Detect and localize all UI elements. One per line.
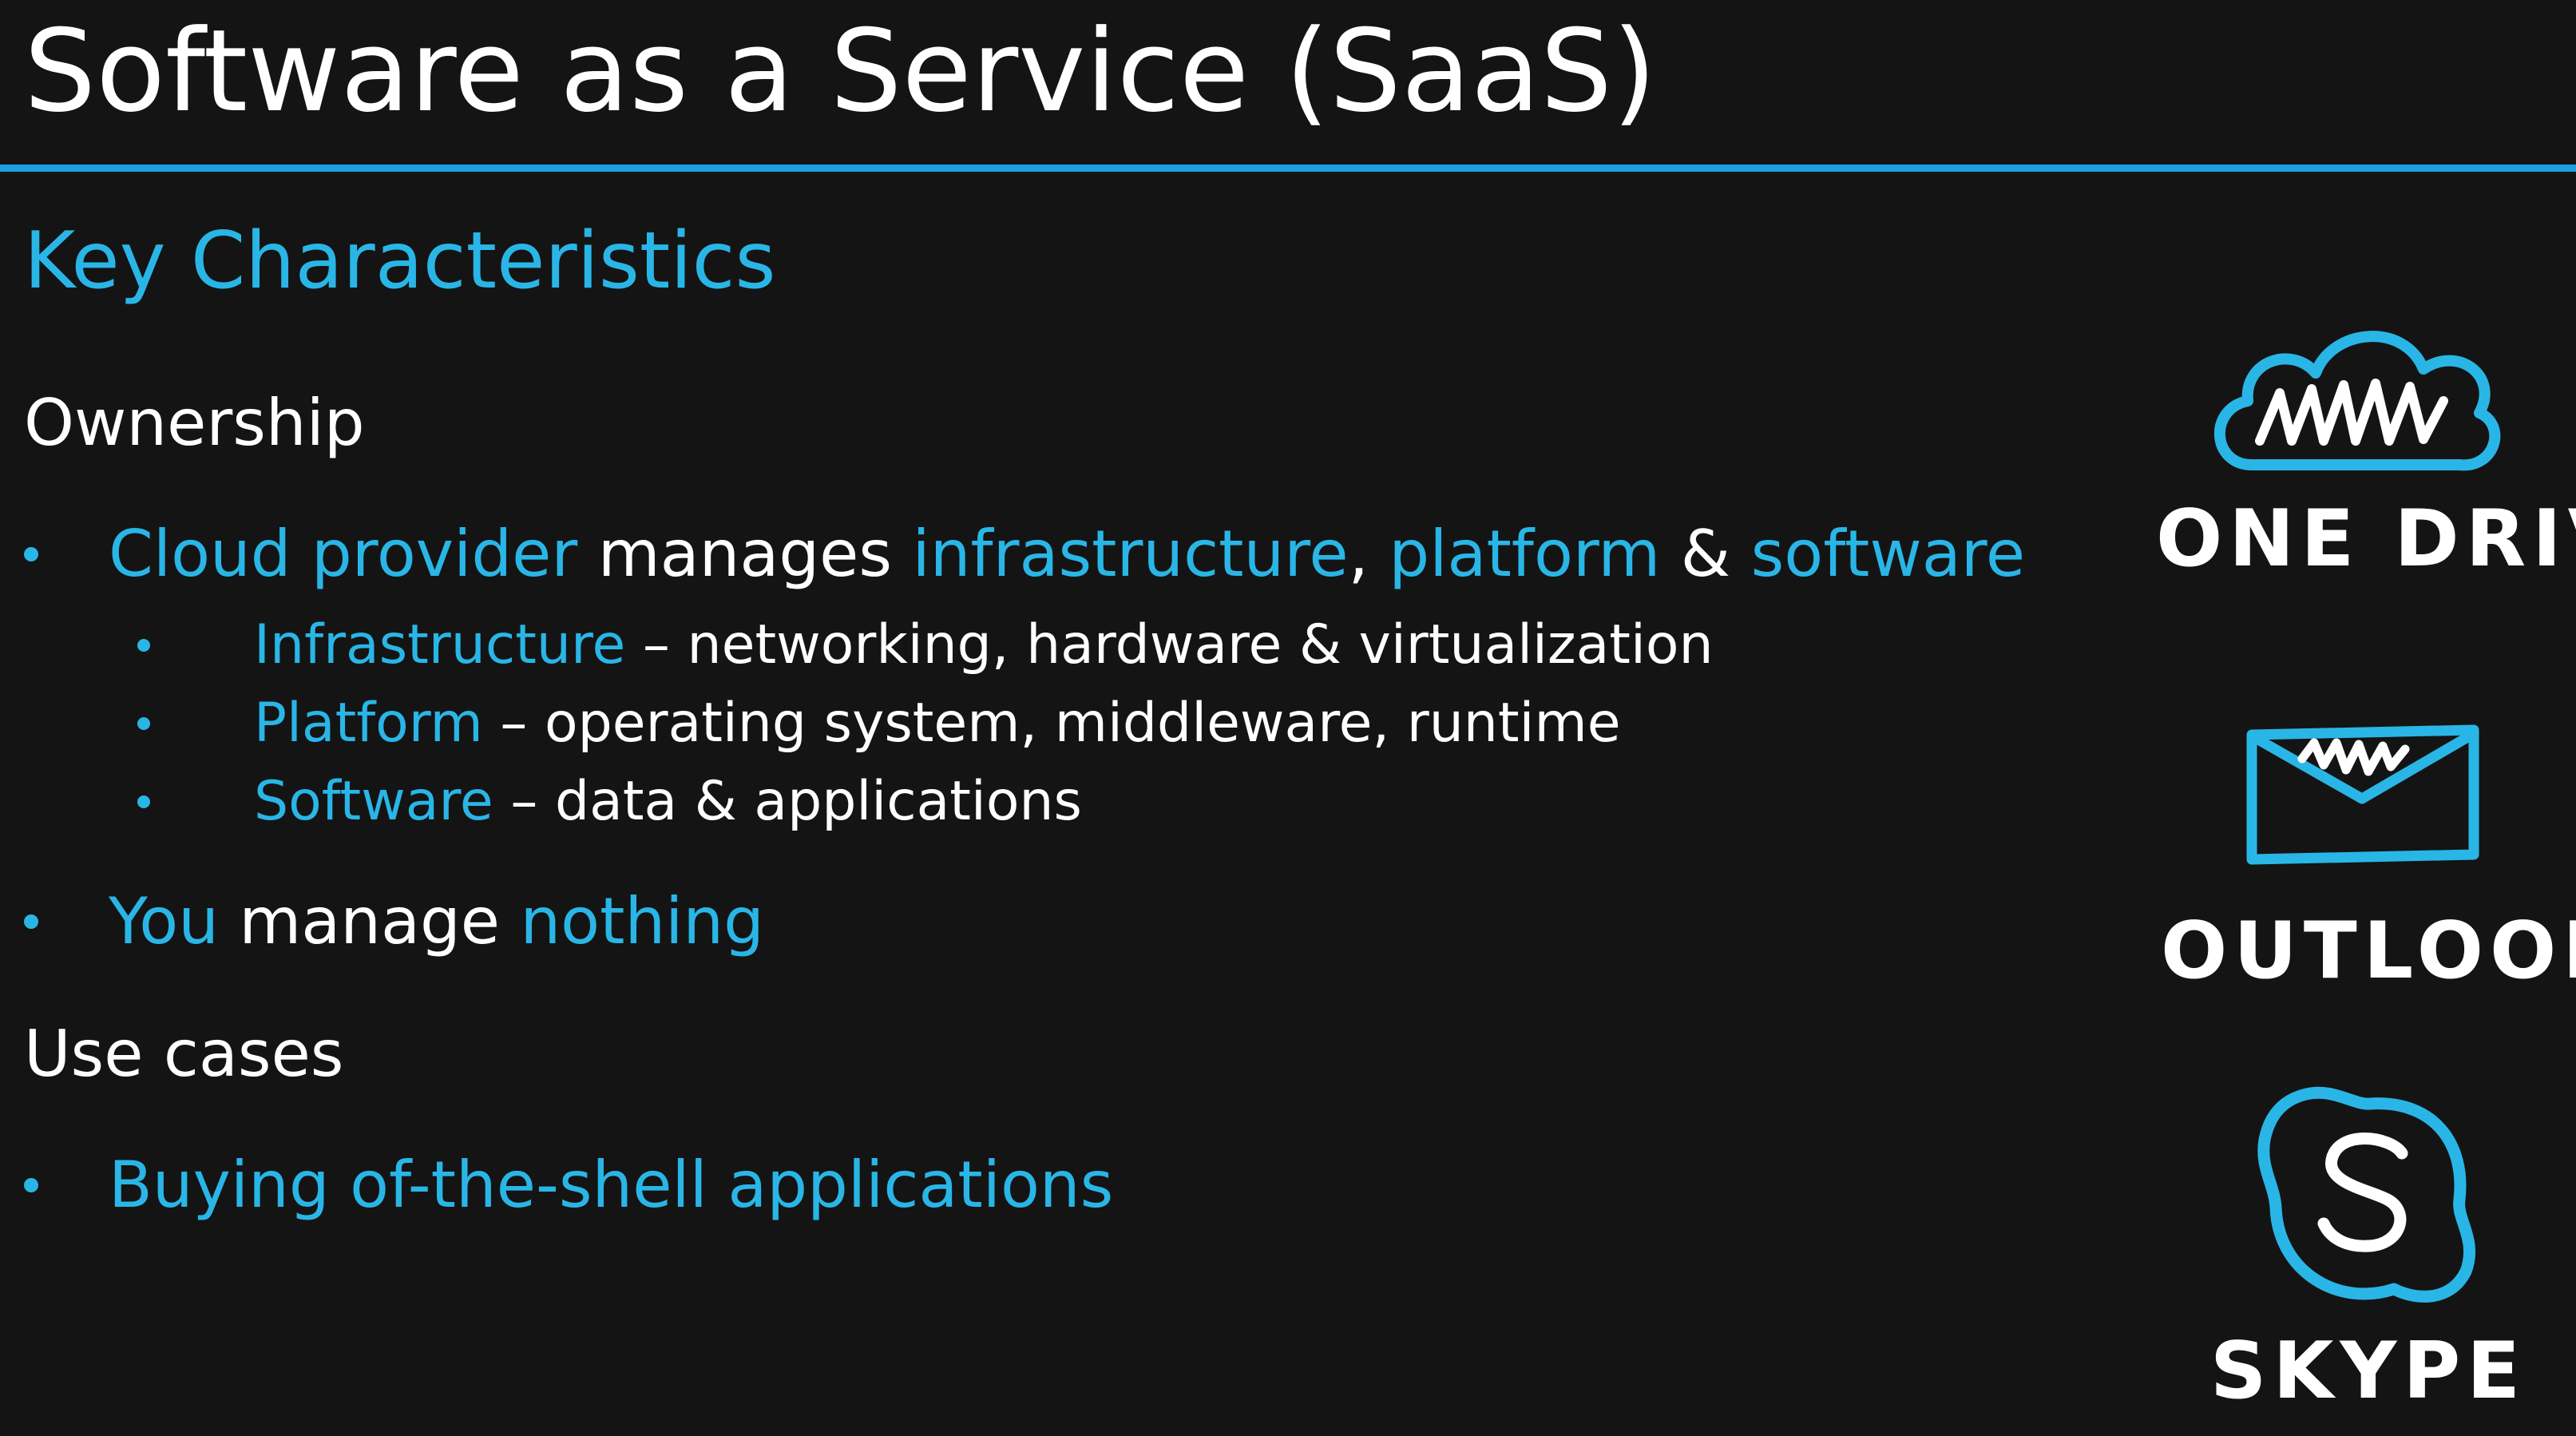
- text-you: You: [109, 884, 219, 958]
- ownership-heading: Ownership: [24, 386, 365, 460]
- use-case-bullet: Buying of-the-shell applications: [24, 1144, 1113, 1227]
- onedrive-logo: [2204, 313, 2507, 489]
- bullet-dot: [137, 795, 150, 808]
- envelope-icon: [2246, 724, 2479, 865]
- use-cases-heading: Use cases: [24, 1017, 344, 1091]
- desc-software: – data & applications: [493, 770, 1082, 833]
- outlook-logo: [2242, 719, 2482, 871]
- text-platform: platform: [1389, 517, 1661, 591]
- text-nothing: nothing: [520, 884, 764, 958]
- bullet-dot: [24, 914, 38, 929]
- skype-icon: [2257, 1086, 2475, 1303]
- skype-label: SKYPE: [2209, 1326, 2527, 1417]
- bullet-dot: [24, 1178, 38, 1192]
- text-ampersand: &: [1660, 517, 1751, 591]
- bullet-dot: [24, 547, 38, 561]
- title-divider: [0, 165, 2576, 172]
- bullet-dot: [137, 717, 150, 730]
- onedrive-label: ONE DRIVE: [2156, 494, 2576, 585]
- text-cloud-provider: Cloud provider: [109, 517, 578, 591]
- term-platform: Platform: [254, 692, 483, 755]
- cloud-icon: [2214, 331, 2501, 471]
- slide-subtitle: Key Characteristics: [24, 216, 776, 307]
- term-software: Software: [254, 770, 493, 833]
- text-manages: manages: [577, 517, 913, 591]
- ownership-bullet-provider: Cloud provider manages infrastructure, p…: [24, 513, 2025, 596]
- skype-logo: [2250, 1080, 2482, 1311]
- outlook-label: OUTLOOK: [2161, 906, 2576, 997]
- sub-bullet-software: Software – data & applications: [137, 765, 1082, 839]
- text-infrastructure: infrastructure: [912, 517, 1349, 591]
- sub-bullet-platform: Platform – operating system, middleware,…: [137, 687, 1621, 760]
- term-infrastructure: Infrastructure: [254, 613, 626, 676]
- text-use-case: Buying of-the-shell applications: [109, 1148, 1114, 1222]
- text-manage: manage: [218, 884, 521, 958]
- desc-platform: – operating system, middleware, runtime: [482, 692, 1621, 755]
- ownership-bullet-you: You manage nothing: [24, 880, 764, 963]
- slide-title: Software as a Service (SaaS): [24, 6, 1657, 137]
- bullet-dot: [137, 639, 150, 652]
- sub-bullet-infrastructure: Infrastructure – networking, hardware & …: [137, 609, 1714, 682]
- desc-infrastructure: – networking, hardware & virtualization: [625, 613, 1714, 676]
- text-software: software: [1750, 517, 2026, 591]
- text-comma: ,: [1348, 517, 1389, 591]
